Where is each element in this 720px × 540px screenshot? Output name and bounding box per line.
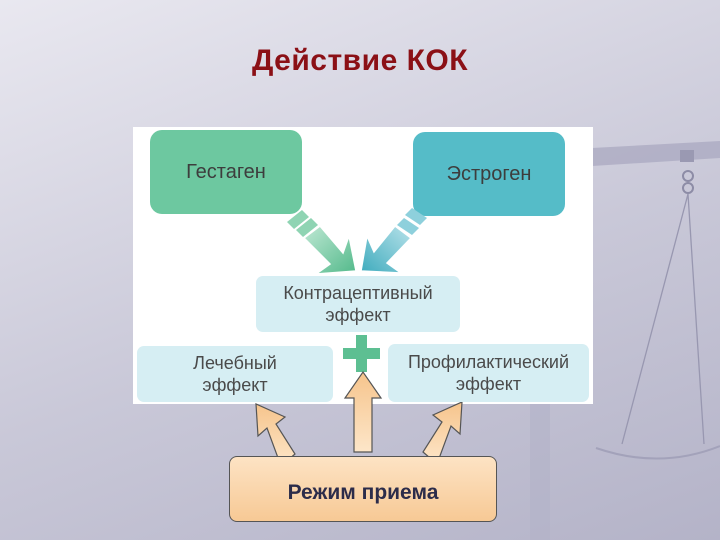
therapeutic-effect-line-2: эффект	[202, 375, 268, 395]
gestagen-box: Гестаген	[150, 130, 302, 214]
slide-title: Действие КОК	[251, 44, 469, 77]
contraceptive-effect-box: Контрацептивный эффект	[256, 276, 460, 332]
regime-label: Режим приема	[287, 481, 439, 504]
gestagen-arrow	[287, 210, 357, 275]
estrogen-arrow	[360, 208, 427, 274]
preventive-effect-line-1: Профилактический	[407, 352, 570, 372]
gestagen-label: Гестаген	[186, 160, 266, 183]
therapeutic-effect-box: Лечебный эффект	[137, 346, 333, 402]
regime-to-contraceptive-arrow	[343, 370, 383, 453]
contraceptive-effect-line-2: эффект	[325, 305, 391, 325]
estrogen-box: Эстроген	[413, 132, 565, 216]
preventive-effect-line-2: эффект	[455, 374, 522, 394]
preventive-effect-box: Профилактический эффект	[388, 344, 589, 402]
estrogen-label: Эстроген	[446, 162, 532, 185]
contraceptive-effect-line-1: Контрацептивный	[283, 283, 433, 303]
plus-icon	[343, 335, 380, 372]
regime-box: Режим приема	[229, 456, 497, 522]
therapeutic-effect-line-1: Лечебный	[193, 353, 277, 373]
